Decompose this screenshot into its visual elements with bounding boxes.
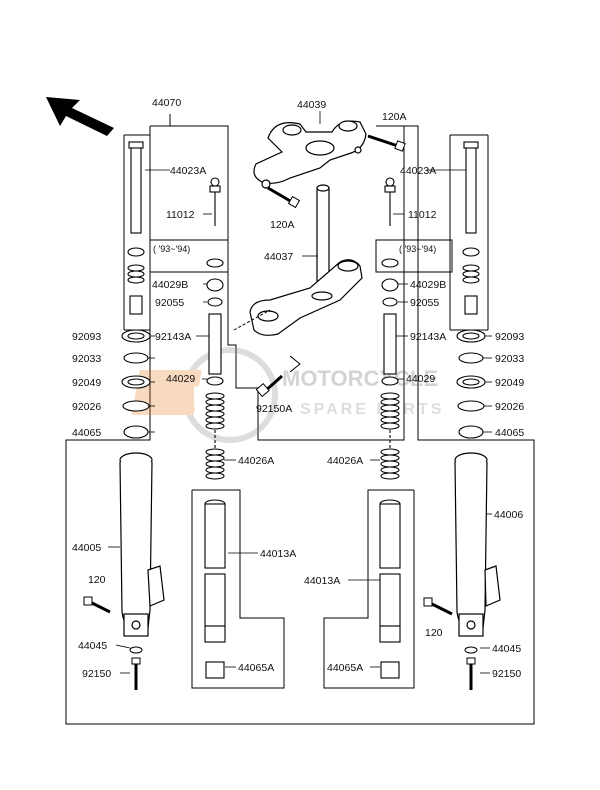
washer-44045-left <box>129 646 143 654</box>
label-44029-right: 44029 <box>406 373 435 385</box>
label-44005: 44005 <box>72 542 101 554</box>
watermark-sub: SPARE PARTS <box>300 401 444 418</box>
label-44037: 44037 <box>264 251 293 263</box>
label-120-left: 120 <box>88 574 106 586</box>
left-fork-internals <box>127 141 225 480</box>
watermark-brand: MOTORCYCLE <box>282 366 438 391</box>
outer-frame <box>65 125 535 725</box>
label-44013A-left: 44013A <box>260 548 296 560</box>
bolt-92150A <box>255 355 301 398</box>
tube-92143A-right <box>383 313 397 375</box>
label-44065-left: 44065 <box>72 427 101 439</box>
frame-44013A-left <box>191 489 285 689</box>
label-92055-right: 92055 <box>410 297 439 309</box>
label-92049-right: 92049 <box>495 377 524 389</box>
label-92033-left: 92033 <box>72 353 101 365</box>
bolt-92150-left <box>129 646 143 690</box>
bushing-44065-left <box>123 425 149 439</box>
label-44029B-right: 44029B <box>410 279 446 291</box>
year-box-right <box>375 239 453 273</box>
bolt-11012-right-head <box>384 185 396 193</box>
label-44070: 44070 <box>152 97 181 109</box>
label-44039: 44039 <box>297 99 326 111</box>
label-11012-left: 11012 <box>166 209 195 221</box>
label-92143A-left: 92143A <box>155 331 191 343</box>
spring-44026A-left <box>205 392 225 480</box>
label-11012-right: 11012 <box>408 209 437 221</box>
damper-44013A-left <box>204 499 226 679</box>
bolt-120-left <box>83 596 111 614</box>
label-44023A-right: 44023A <box>400 165 436 177</box>
washer-44029-right <box>381 376 399 386</box>
bolt-92150-right <box>464 646 478 690</box>
assembly-frame <box>65 114 535 725</box>
right-fork-internals <box>380 141 480 480</box>
outer-tube-44006 <box>454 452 501 637</box>
label-44029B-left: 44029B <box>152 279 188 291</box>
bolt-11012-left-head <box>209 185 221 193</box>
label-92093-left: 92093 <box>72 331 101 343</box>
bolt-120-right <box>423 597 453 616</box>
label-92026-right: 92026 <box>495 401 524 413</box>
label-92033-right: 92033 <box>495 353 524 365</box>
leader-lines <box>108 111 492 674</box>
label-92093-right: 92093 <box>495 331 524 343</box>
label-44065A-left: 44065A <box>238 662 274 674</box>
nut-44029B-right <box>381 278 399 292</box>
label-44065-right: 44065 <box>495 427 524 439</box>
bushing-44065A-left <box>205 661 225 679</box>
label-44045-right: 44045 <box>492 643 521 655</box>
clip-92033-left <box>123 352 149 364</box>
label-92150-right: 92150 <box>492 668 521 680</box>
label-92055-left: 92055 <box>155 297 184 309</box>
outer-tube-44005 <box>119 452 165 637</box>
label-44029-left: 44029 <box>166 373 195 385</box>
label-92026-left: 92026 <box>72 401 101 413</box>
label-92150-left: 92150 <box>82 668 111 680</box>
right-seals <box>456 329 486 439</box>
spring-small-left <box>127 264 145 284</box>
label-years-right: ( '93~'94) <box>399 244 436 254</box>
label-120A-top: 120A <box>382 111 407 123</box>
top-bracket-44039 <box>253 120 367 189</box>
rod-44023A-left <box>130 144 142 234</box>
label-92143A-right: 92143A <box>410 331 446 343</box>
label-44026A-right: 44026A <box>327 455 363 467</box>
frame-44013A-right <box>323 489 415 689</box>
bolt-120A-top <box>367 134 406 152</box>
label-92150A: 92150A <box>256 403 292 415</box>
label-120A-mid: 120A <box>270 219 295 231</box>
bolt-120A-mid <box>267 186 301 209</box>
washer-92026-left <box>122 400 150 412</box>
label-44065A-right: 44065A <box>327 662 363 674</box>
label-44006: 44006 <box>494 509 523 521</box>
label-years-left: ( '93~'94) <box>153 244 190 254</box>
label-44023A-left: 44023A <box>170 165 206 177</box>
oring-92055-right <box>382 297 398 307</box>
part-labels: 44070 44039 120A 120A 44023A 44023A 1101… <box>72 97 524 680</box>
year-box-left <box>149 239 229 273</box>
oring-92055-left <box>207 297 223 307</box>
label-120-right: 120 <box>425 627 443 639</box>
damper-44013A-right <box>379 499 401 679</box>
front-direction-arrow-icon <box>46 97 114 136</box>
label-44026A-left: 44026A <box>238 455 274 467</box>
label-44013A-right: 44013A <box>304 575 340 587</box>
washer-44029-left <box>206 376 224 386</box>
left-seals <box>121 329 151 439</box>
bushing-44065A-right <box>380 661 400 679</box>
inner-frame <box>150 125 405 441</box>
steering-stem-44037 <box>249 184 363 336</box>
rod-44023A-right <box>465 144 477 234</box>
label-44045-left: 44045 <box>78 640 107 652</box>
tube-92143A-left <box>208 313 222 375</box>
label-92049-left: 92049 <box>72 377 101 389</box>
nut-44029B-left <box>206 278 224 292</box>
